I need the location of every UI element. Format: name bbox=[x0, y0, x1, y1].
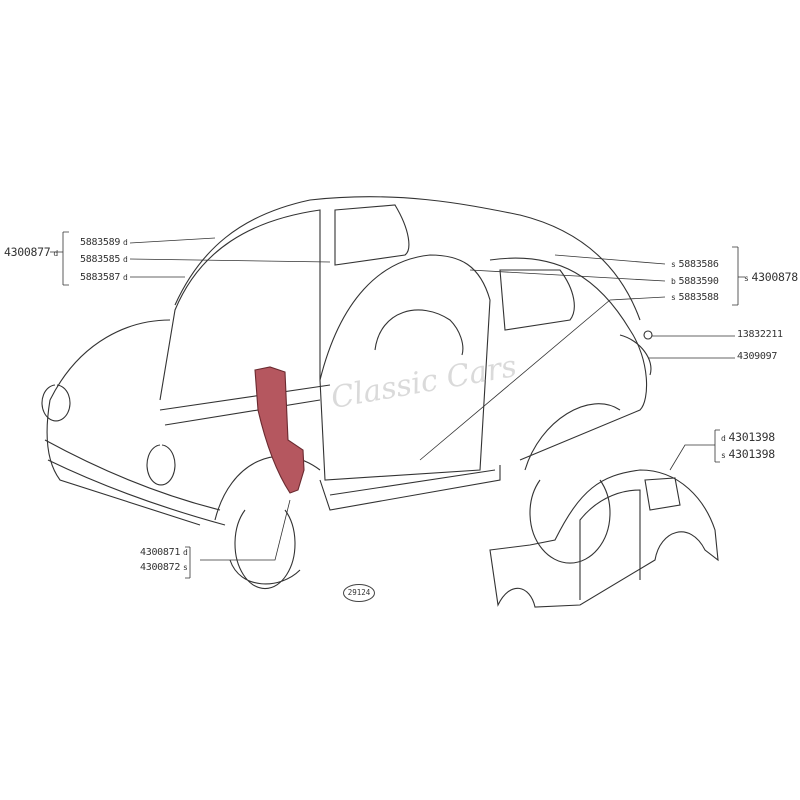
leader-lines-left bbox=[50, 231, 331, 286]
leader-lines-pillar bbox=[185, 499, 291, 579]
door-lower-line bbox=[159, 384, 331, 426]
rear-panel bbox=[619, 334, 652, 376]
headlight bbox=[41, 384, 176, 486]
part-label: 4309097 bbox=[737, 351, 778, 362]
rear-window bbox=[334, 204, 575, 331]
highlighted-pillar-part bbox=[254, 366, 305, 494]
rear-quarter bbox=[489, 257, 648, 564]
part-label: 13832211 bbox=[737, 329, 783, 340]
roof-outline bbox=[174, 196, 641, 321]
front-hood bbox=[46, 319, 201, 526]
door-sill bbox=[319, 465, 501, 511]
leader-lines-body-side bbox=[669, 429, 720, 471]
leader-lines-right bbox=[419, 246, 745, 461]
front-bumper bbox=[44, 439, 226, 526]
leader-lines-single bbox=[648, 335, 735, 359]
body-side-assembly-drawing bbox=[489, 469, 719, 608]
reference-number-badge: 29124 bbox=[343, 584, 375, 602]
clip-part-13832211 bbox=[643, 330, 653, 340]
windshield-frame bbox=[159, 209, 321, 401]
front-wheel-arch bbox=[214, 455, 321, 590]
door-opening bbox=[319, 254, 491, 481]
door-rear-arch bbox=[374, 309, 464, 356]
